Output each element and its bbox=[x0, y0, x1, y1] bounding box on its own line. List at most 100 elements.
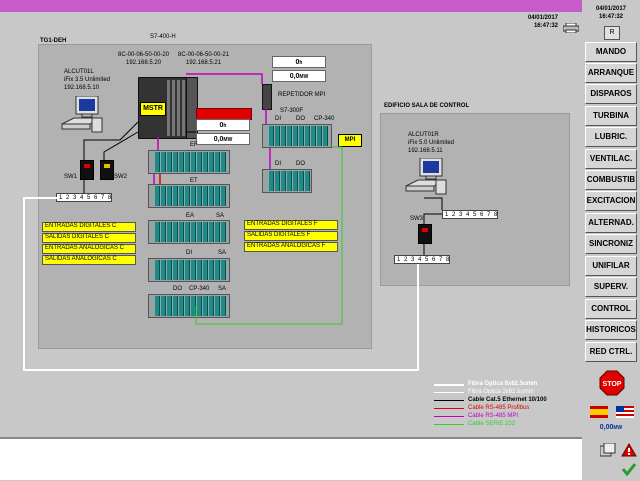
rack-di[interactable] bbox=[148, 258, 230, 282]
module-slot bbox=[287, 171, 292, 191]
station-name: ALCUT01L bbox=[64, 69, 94, 75]
plc-model: S7-400-H bbox=[150, 34, 176, 40]
legend-text: Cable SERIE 232 bbox=[468, 421, 516, 427]
legend-text: Cable RS-485 MPI bbox=[468, 413, 519, 419]
module-slot bbox=[293, 126, 298, 146]
ea-label: EA bbox=[186, 213, 195, 219]
button-mando[interactable]: MANDO bbox=[585, 42, 637, 62]
button-excitacion[interactable]: EXCITACION bbox=[585, 191, 637, 211]
stop-button[interactable]: STOP bbox=[599, 370, 625, 396]
button-superv[interactable]: SUPERV. bbox=[585, 277, 637, 297]
window-icon[interactable] bbox=[599, 442, 616, 457]
ip1: 192.168.5.20 bbox=[126, 60, 162, 66]
computer-icon[interactable] bbox=[60, 95, 106, 136]
button-arranque[interactable]: ARRANQUE bbox=[585, 63, 637, 83]
rack-ef[interactable] bbox=[148, 150, 230, 174]
svg-text:STOP: STOP bbox=[603, 381, 622, 388]
ip2: 192.168.5.21 bbox=[186, 60, 222, 66]
spain-flag-icon[interactable] bbox=[590, 405, 608, 418]
legend-line bbox=[434, 424, 464, 425]
control-room-panel bbox=[380, 113, 570, 286]
module-slot bbox=[293, 171, 298, 191]
s7-300f-rack-2[interactable] bbox=[262, 169, 312, 193]
s7-300f-rack[interactable] bbox=[262, 124, 332, 148]
button-unifilar[interactable]: UNIFILAR bbox=[585, 256, 637, 276]
button-combustib[interactable]: COMBUSTIB bbox=[585, 170, 637, 190]
button-disparos[interactable]: DISPAROS bbox=[585, 84, 637, 104]
module-slot bbox=[167, 296, 172, 316]
module-slot bbox=[173, 296, 178, 316]
r-button[interactable]: R bbox=[604, 26, 620, 40]
port-strip-right-top: 1 2 3 4 5 6 7 8 bbox=[442, 210, 498, 219]
module-slot bbox=[197, 260, 202, 280]
module-slot bbox=[179, 296, 184, 316]
warning-icon[interactable] bbox=[621, 443, 637, 457]
module-slot bbox=[179, 260, 184, 280]
legend-line bbox=[434, 392, 464, 393]
module-slot bbox=[197, 186, 202, 206]
rack-do[interactable] bbox=[148, 294, 230, 318]
cp340-label-bottom: CP-340 bbox=[189, 286, 210, 292]
switch-sw3[interactable] bbox=[418, 224, 432, 244]
power-readout: 0,00MW bbox=[599, 424, 623, 431]
module-slot bbox=[155, 260, 160, 280]
module-slot bbox=[173, 186, 178, 206]
repeater-device[interactable] bbox=[262, 84, 272, 110]
io-label: ENTRADAS ANALOGICAS F bbox=[244, 242, 338, 252]
module-slot bbox=[209, 186, 214, 206]
rack-ea[interactable] bbox=[148, 220, 230, 244]
cpu-slot bbox=[167, 80, 170, 136]
us-flag-icon[interactable] bbox=[616, 405, 634, 418]
value-box-4: 0,0MW bbox=[196, 133, 250, 145]
printer-icon[interactable] bbox=[562, 20, 580, 34]
module-slot bbox=[155, 222, 160, 242]
button-sincroniz[interactable]: SINCRONIZ bbox=[585, 234, 637, 254]
check-icon[interactable] bbox=[621, 462, 637, 477]
rack-et[interactable] bbox=[148, 184, 230, 208]
button-control[interactable]: CONTROL bbox=[585, 299, 637, 319]
module-slot bbox=[281, 171, 286, 191]
module-slot bbox=[155, 296, 160, 316]
module-slot bbox=[185, 260, 190, 280]
cable-lines bbox=[23, 73, 443, 371]
panel-title: TG1-DEH bbox=[40, 38, 67, 44]
module-slot bbox=[191, 152, 196, 172]
switch-sw2[interactable] bbox=[100, 160, 114, 180]
message-bar bbox=[0, 437, 582, 480]
module-slot bbox=[161, 260, 166, 280]
di-label-top: DI bbox=[275, 116, 281, 122]
module-slot bbox=[167, 222, 172, 242]
module-slot bbox=[275, 171, 280, 191]
module-slot bbox=[287, 126, 292, 146]
legend-line bbox=[434, 384, 464, 386]
station-ip-r: 192.168.5.11 bbox=[408, 148, 443, 154]
legend-line bbox=[434, 416, 464, 417]
module-slot bbox=[275, 126, 280, 146]
module-slot bbox=[197, 222, 202, 242]
mac1: 8C-00-06-50-00-20 bbox=[118, 52, 170, 58]
di-label-mid: DI bbox=[275, 161, 281, 167]
header-date: 04/01/2017 bbox=[527, 15, 558, 21]
module-slot bbox=[185, 152, 190, 172]
module-slot bbox=[179, 222, 184, 242]
module-slot bbox=[269, 126, 274, 146]
module-slot bbox=[179, 152, 184, 172]
legend-text: Fibra Optica 2x62.5umm bbox=[468, 389, 534, 395]
module-slot bbox=[167, 152, 172, 172]
module-slot bbox=[185, 222, 190, 242]
module-slot bbox=[179, 186, 184, 206]
computer-icon[interactable] bbox=[404, 157, 450, 198]
button-turbina[interactable]: TURBINA bbox=[585, 106, 637, 126]
switch-sw1[interactable] bbox=[80, 160, 94, 180]
legend-text: Fibra Optica 8x62.5umm bbox=[468, 381, 538, 387]
io-label: ENTRADAS ANALOGICAS C bbox=[42, 244, 136, 254]
io-label: SALIDAS DIGITALES F bbox=[244, 231, 338, 241]
module-slot bbox=[311, 126, 316, 146]
io-label: SALIDAS DIGITALES C bbox=[42, 233, 136, 243]
button-historicos[interactable]: HISTORICOS bbox=[585, 320, 637, 340]
button-lubric[interactable]: LUBRIC. bbox=[585, 127, 637, 147]
value-box-1: 0h bbox=[272, 56, 326, 68]
button-ventilac[interactable]: VENTILAC. bbox=[585, 149, 637, 169]
button-alternad[interactable]: ALTERNAD. bbox=[585, 213, 637, 233]
button-red-ctrl[interactable]: RED CTRL. bbox=[585, 342, 637, 362]
